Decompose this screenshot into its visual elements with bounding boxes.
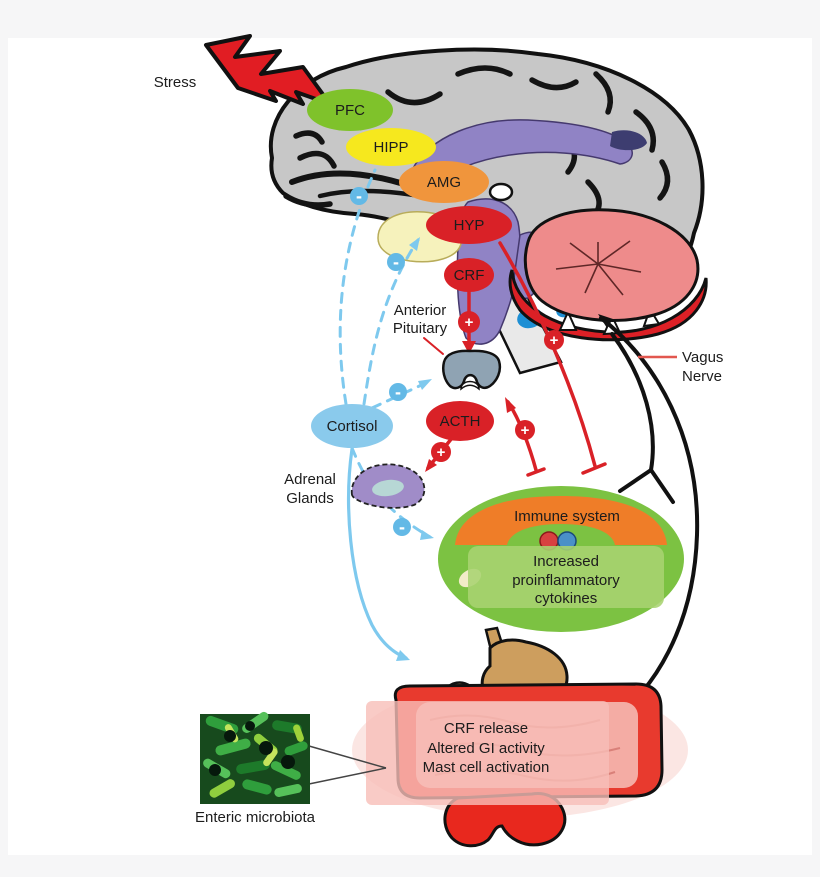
- node-cortisol: [311, 404, 393, 448]
- svg-text:+: +: [465, 314, 474, 331]
- gut-effect-line-3: Mast cell activation: [423, 759, 550, 776]
- anterior-pituitary-pointer: [423, 337, 444, 355]
- sigmoid-colon: [443, 792, 567, 848]
- cerebellum-red-band: [508, 269, 708, 342]
- cerebellum-body: [523, 208, 700, 322]
- plus-badges: + + + +: [431, 311, 564, 462]
- arrow-cortisol-to-hyp: [362, 238, 420, 406]
- gut-effect-line-1: CRF release: [444, 720, 528, 737]
- sign-badges: + + + + - - - -: [350, 186, 564, 537]
- cytokines-line-3: cytokines: [535, 590, 598, 607]
- cytokines-line-2: proinflammatory: [512, 572, 620, 589]
- adrenal-cortex: [372, 479, 404, 497]
- cerebellum-arbor: [555, 240, 642, 296]
- cytokines-line-1: Increased: [533, 553, 599, 570]
- pituitary-shape: [442, 349, 502, 390]
- svg-text:+: +: [437, 444, 446, 461]
- immune-system-title: Immune system: [514, 508, 620, 525]
- vagus-nerve-inner: [610, 332, 655, 472]
- cytokines-box: [468, 546, 664, 608]
- excitatory-pathways: [423, 241, 607, 477]
- adrenal-glands-label-1: Adrenal: [284, 471, 336, 488]
- svg-text:-: -: [393, 252, 399, 272]
- arrow-brain-to-immune: [498, 241, 597, 468]
- node-crf: [444, 258, 494, 292]
- enteric-microbiota-label: Enteric microbiota: [195, 809, 316, 826]
- hpa-axis-nodes: PFC HIPP AMG HYP CRF ACTH Cortisol: [307, 89, 512, 448]
- vagus-nerve-paths: [598, 314, 700, 721]
- anterior-pituitary-label-1: Anterior: [394, 302, 447, 319]
- svg-text:-: -: [399, 517, 405, 537]
- node-pfc-label: PFC: [335, 102, 365, 119]
- adrenal-gland: [350, 463, 426, 509]
- svg-text:-: -: [395, 382, 401, 402]
- pituitary-gland: [442, 349, 502, 391]
- fornix: [610, 130, 647, 151]
- gut-effect-line-2: Altered GI activity: [427, 740, 545, 757]
- node-acth-label: ACTH: [440, 413, 481, 430]
- node-acth: [426, 401, 494, 441]
- svg-text:+: +: [521, 422, 530, 439]
- thalamus-marker: [488, 182, 514, 202]
- minus-badges: - - - -: [350, 186, 411, 537]
- node-hyp-label: HYP: [454, 217, 485, 234]
- node-amg: [399, 161, 489, 203]
- immune-orange-arch: [455, 496, 667, 545]
- node-amg-label: AMG: [427, 174, 461, 191]
- node-hyp: [426, 206, 512, 244]
- vagus-nerve-outer: [599, 316, 700, 721]
- vagus-arrowhead: [598, 314, 613, 328]
- text-labels: Anterior Pituitary Adrenal Glands Vagus …: [284, 302, 723, 507]
- enteric-microbiota-group: Enteric microbiota: [195, 711, 387, 826]
- gut-effects-box: [366, 701, 609, 805]
- stress-label: Stress: [154, 74, 197, 91]
- node-pfc: [307, 89, 393, 131]
- node-crf-label: CRF: [454, 267, 485, 284]
- microbiota-callout-line-bottom: [308, 767, 387, 785]
- arrow-cortisol-to-pituitary: [370, 380, 430, 410]
- arrow-cortisol-to-gut: [347, 447, 408, 660]
- micrograph-dark-patches: [209, 721, 295, 776]
- microbiota-callout-line-top: [308, 745, 387, 769]
- svg-text:+: +: [550, 332, 559, 349]
- immune-system-group: Immune system Increased proinflammatory …: [438, 486, 684, 632]
- adrenal-glands-label-2: Glands: [286, 490, 334, 507]
- anterior-pituitary-label-2: Pituitary: [393, 320, 448, 337]
- node-hipp: [346, 128, 436, 166]
- gut-group: CRF release Altered GI activity Mast cel…: [352, 626, 688, 848]
- svg-text:-: -: [356, 186, 362, 206]
- node-cortisol-label: Cortisol: [327, 418, 378, 435]
- node-hipp-label: HIPP: [373, 139, 408, 156]
- microbiota-micrograph: [200, 711, 310, 804]
- vagus-nerve-label-1: Vagus: [682, 349, 723, 366]
- vagus-nerve-label-2: Nerve: [682, 368, 722, 385]
